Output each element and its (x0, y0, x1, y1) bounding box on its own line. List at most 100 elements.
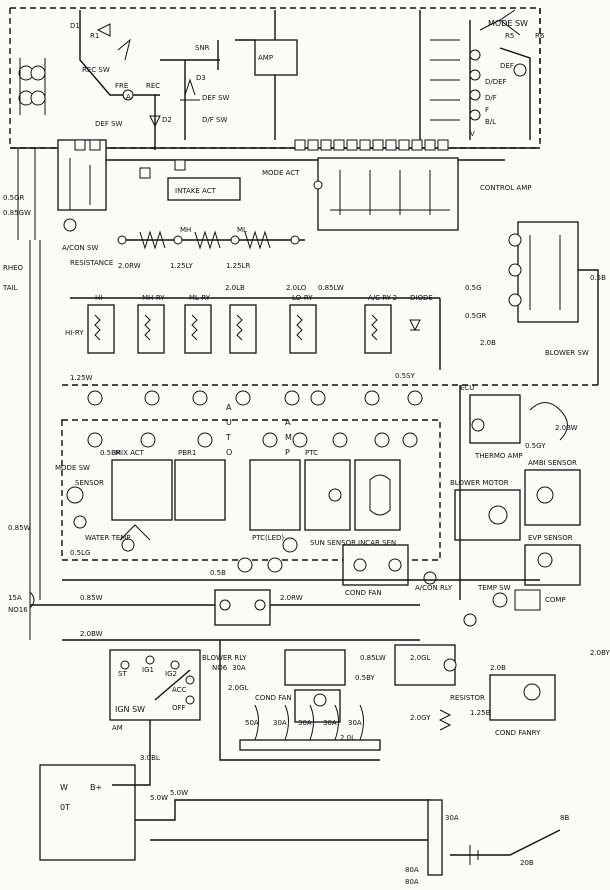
blower-rly-label: BLOWER RLY (202, 654, 247, 662)
batt-80a-2-label: 80A (405, 878, 419, 886)
blower-sw-block (508, 221, 599, 385)
wire-125ly-label: 1.25LY (170, 262, 194, 270)
fuse-no16 (29, 591, 35, 609)
wire-20bw-right-label: 2.0BW (555, 424, 578, 432)
fuse-30a-4-label: 30A (348, 719, 362, 727)
wire-05gr-label: 0.5GR (465, 312, 487, 320)
water-temp-label: WATER TEMP (85, 534, 131, 542)
fuse-no16-label: NO16 (8, 606, 28, 614)
mode-sw-left-label: MODE SW (55, 464, 90, 472)
lower-relays (284, 644, 556, 731)
rec-sw-label: REC SW (82, 66, 110, 74)
comp-block (423, 571, 541, 627)
acon-sw-block (57, 139, 107, 232)
wire-05gy-label: 0.5GY (525, 442, 546, 450)
wire-gw-label: 0.85GW (3, 209, 31, 217)
wire-05sy-label: 0.5SY (395, 372, 416, 380)
ecu-label: ECU (460, 384, 474, 392)
wire-085lw-label: 0.85LW (318, 284, 344, 292)
wire-8b-label: 8B (560, 814, 569, 822)
ign-sw-label: IGN SW (115, 705, 145, 714)
acon-sw-label: A/CON SW (62, 244, 98, 252)
labels: MODE SW AMP SNR D1 R1 REC SW FRE REC D2 … (2, 19, 610, 886)
d2-label: D2 (162, 116, 172, 124)
wire-20l-label: 2.0L (340, 734, 355, 742)
ign-off-label: OFF (172, 704, 186, 712)
battery-block (150, 799, 561, 876)
alt-w-label: W (60, 783, 68, 792)
auto-letter-o: O (226, 448, 232, 457)
wire-085lw-lower-label: 0.85LW (360, 654, 386, 662)
mode-pos-df: D/F (485, 94, 497, 102)
evp-sensor-label: EVP SENSOR (528, 534, 573, 542)
ac-ry2-label: A/C RY-2 (368, 294, 397, 302)
wire-50w-label: 5.0W (150, 794, 168, 802)
fuse-30a-1-label: 30A (273, 719, 287, 727)
right-mid-blocks (454, 385, 581, 600)
temp-sw-label: TEMP SW (477, 584, 511, 592)
cond-fan-lower-label: COND FAN (255, 694, 292, 702)
wire-05lg-label: 0.5LG (70, 549, 90, 557)
wire-20gy-label: 2.0GY (410, 714, 431, 722)
wire-05b-label: 0.5B (590, 274, 606, 282)
fuse-30a-2-label: 30A (298, 719, 312, 727)
cond-fan-mid-label: COND FAN (345, 589, 382, 597)
amp-letter-p: P (285, 448, 290, 457)
ptc-label: PTC (305, 449, 318, 457)
no6-label: NO6 (212, 664, 228, 672)
mode-act-label: MODE ACT (262, 169, 300, 177)
r5-label: R5 (505, 32, 514, 40)
alternator-block (39, 760, 430, 861)
auto-amp-terminal-row-top (62, 384, 600, 406)
mode-pos-def: DEF (500, 62, 514, 70)
mode-pos-v: V (470, 130, 475, 138)
r6-label: R6 (535, 32, 545, 40)
amp-letter-a: A (285, 418, 291, 427)
wire-20bw-label: 2.0BW (80, 630, 103, 638)
top-left-meters (18, 58, 46, 115)
batt-30a-label: 30A (445, 814, 459, 822)
r1-label: R1 (90, 32, 99, 40)
wire-085w-left-label: 0.85W (8, 524, 31, 532)
ambi-sensor-label: AMBI SENSOR (528, 459, 577, 467)
wire-20rw-mid-label: 2.0RW (280, 594, 303, 602)
wire-20b-label: 2.0B (480, 339, 496, 347)
alt-bplus-label: B+ (90, 783, 102, 792)
pbr1-label: PBR1 (178, 449, 196, 457)
blower-rly-block (214, 589, 271, 626)
snr-label: SNR (195, 44, 210, 52)
mode-pos-ddef: D/DEF (485, 78, 507, 86)
wire-20lo-label: 2.0LO (286, 284, 307, 292)
ign-sw-block (109, 649, 201, 760)
sensor-blocks (237, 459, 401, 573)
rheo-label: RHEO (3, 264, 24, 272)
wire-125lr-label: 1.25LR (226, 262, 250, 270)
auto-amp-frame (61, 419, 441, 561)
ign-acc-label: ACC (172, 686, 187, 694)
mix-act-block (66, 459, 226, 552)
cond-fan-ry-label: COND FANRY (495, 729, 541, 737)
wire-125w-label: 1.25W (70, 374, 93, 382)
resistance-row (117, 230, 305, 250)
comp-label: COMP (545, 596, 566, 604)
intake-act-label: INTAKE ACT (175, 187, 217, 195)
hi-label: HI (95, 294, 102, 302)
wire-05br-label: 0.5BR (100, 449, 121, 457)
diode-label: DIODE (410, 294, 433, 302)
sun-sensor-label: SUN SENSOR (310, 539, 356, 547)
amp-label: AMP (258, 54, 273, 62)
rec-switch-area (79, 10, 220, 150)
acon-rly-label: A/CON RLY (415, 584, 453, 592)
alt-ot-label: 0T (60, 803, 70, 812)
batt-80a-1-label: 80A (405, 866, 419, 874)
wire-20lb-label: 2.0LB (225, 284, 245, 292)
blower-sw-label: BLOWER SW (545, 349, 589, 357)
wire-20rw-label: 2.0RW (118, 262, 141, 270)
control-amp-label: CONTROL AMP (480, 184, 531, 192)
resistance-label: RESISTANCE (70, 259, 113, 267)
auto-letter-t: T (225, 433, 231, 442)
def-sw-top-label: DEF SW (202, 94, 230, 102)
ptc-led-label: PTC(LED) (252, 534, 284, 542)
